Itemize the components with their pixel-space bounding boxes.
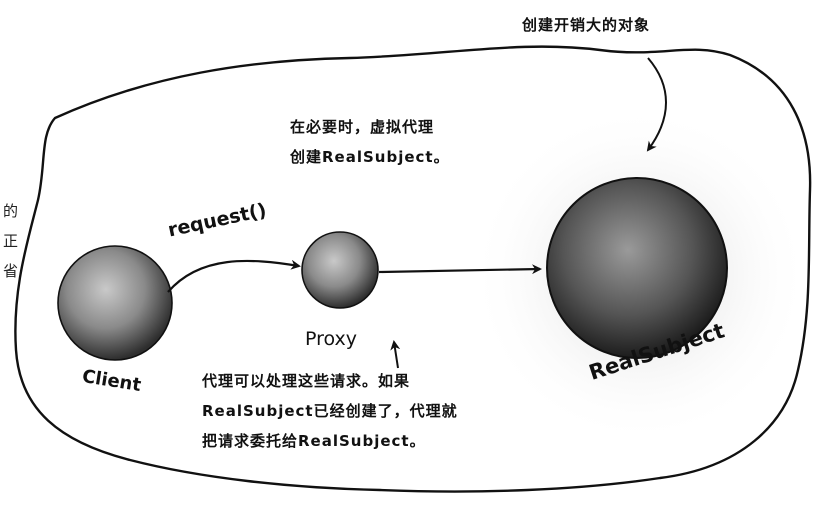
cost-note: 创建开销大的对象	[522, 16, 651, 34]
delegation-note-line-1: 代理可以处理这些请求。如果	[202, 372, 411, 390]
cost-note-arrow	[646, 57, 667, 152]
proxy-to-real-arrow	[378, 264, 542, 275]
delegation-note-line-2: RealSubject已经创建了，代理就	[202, 402, 458, 420]
margin-char-1: 的	[3, 202, 19, 220]
request-arrow	[167, 259, 301, 293]
client-node	[57, 245, 173, 361]
delegation-note-line-3: 把请求委托给RealSubject。	[202, 432, 426, 450]
proxy-node	[301, 231, 379, 309]
delegation-note: 代理可以处理这些请求。如果 RealSubject已经创建了，代理就 把请求委托…	[202, 366, 458, 456]
creation-note-line-1: 在必要时，虚拟代理	[290, 118, 435, 136]
creation-note: 在必要时，虚拟代理 创建RealSubject。	[290, 112, 450, 172]
creation-note-line-2: 创建RealSubject。	[290, 148, 450, 166]
proxy-note-arrow	[390, 340, 401, 369]
margin-text-fragment: 的 正 省	[3, 196, 18, 286]
real-subject-node	[546, 177, 728, 359]
margin-char-2: 正	[3, 232, 19, 250]
margin-char-3: 省	[3, 262, 19, 280]
proxy-label: Proxy	[305, 328, 358, 350]
